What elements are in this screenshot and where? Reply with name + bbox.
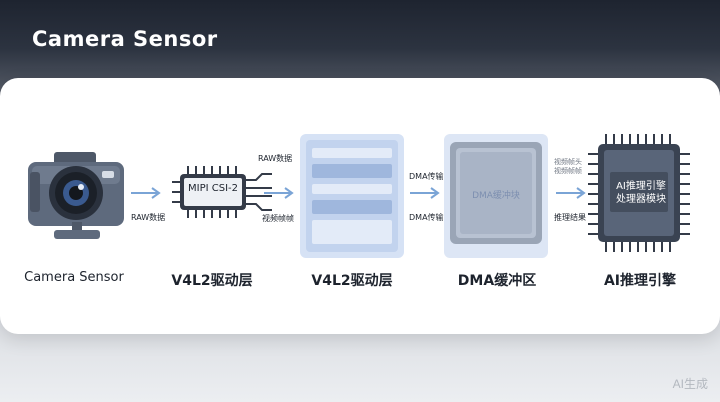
edge-label-faint-line1: 视频帧头 <box>554 158 582 166</box>
mipi-chip-label: MIPI CSI-2 <box>188 183 238 194</box>
edge-label-raw-data-top: RAW数据 <box>258 154 293 163</box>
v4l2-driver-panel <box>300 134 404 258</box>
edge-label-video-frame: 视频帧帧 <box>262 214 294 223</box>
ai-chip-line2: 处理器模块 <box>616 194 666 205</box>
stage-label-camera-sensor: Camera Sensor <box>24 270 124 285</box>
arrow-driver-to-dma <box>410 187 440 199</box>
edge-label-inference-result: 推理结果 <box>554 213 586 222</box>
page-title: Camera Sensor <box>32 27 218 51</box>
mipi-csi-chip <box>172 166 272 218</box>
stage-label-v4l2-driver: V4L2驱动层 <box>311 273 393 289</box>
stage-label-ai-engine: AI推理引擎 <box>603 273 677 289</box>
stage-label-dma-buffer: DMA缓冲区 <box>457 273 537 289</box>
dma-chip-label: DMA缓冲块 <box>472 191 520 201</box>
ai-generated-watermark: AI生成 <box>672 377 708 391</box>
edge-label-faint-top: 视频帧头 视频帧帧 <box>554 158 582 176</box>
edge-label-dma-transfer-bottom: DMA传输 <box>409 213 444 222</box>
arrow-csi-to-driver <box>264 187 294 199</box>
edge-label-faint-line2: 视频帧帧 <box>554 167 582 175</box>
stage-label-csi-driver: V4L2驱动层 <box>171 273 253 289</box>
arrow-dma-to-ai <box>556 187 586 199</box>
dma-buffer-panel <box>444 134 548 258</box>
camera-icon <box>28 152 124 239</box>
arrow-camera-to-csi <box>131 187 161 199</box>
ai-chip-label: AI推理引擎 处理器模块 <box>606 180 676 206</box>
edge-label-raw-data: RAW数据 <box>131 213 166 222</box>
ai-engine-chip <box>588 134 690 252</box>
edge-label-dma-transfer-top: DMA传输 <box>409 172 444 181</box>
ai-chip-line1: AI推理引擎 <box>616 181 666 192</box>
